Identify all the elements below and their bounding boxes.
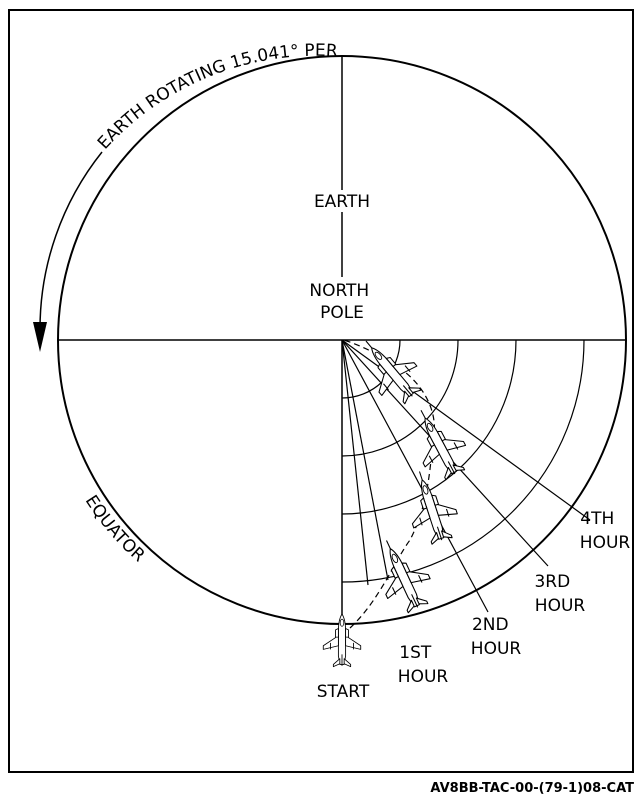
earth-label: EARTH	[314, 192, 370, 212]
north-pole-label: NORTH POLE	[309, 281, 374, 323]
figure-id-caption: AV8BB-TAC-00-(79-1)08-CAT	[430, 781, 634, 796]
aircraft-hour2-icon	[397, 463, 465, 549]
equator-label: EQUATOR	[81, 492, 149, 567]
rotation-arrowhead-icon	[33, 322, 47, 352]
rotation-label: EARTH ROTATING 15.041° PER HOUR	[0, 0, 344, 153]
hour-label-start: START	[317, 682, 370, 702]
hour-label-1st: 1ST HOUR	[398, 643, 449, 687]
rotation-arrow	[39, 151, 103, 331]
latitude-arcs	[341, 339, 585, 583]
figure-frame	[8, 9, 634, 773]
aircraft-hour1-icon	[364, 530, 440, 619]
aircraft-hour4-icon	[347, 325, 431, 413]
hour-label-4th: 4TH HOUR	[580, 509, 631, 553]
hour-label-3rd: 3RD HOUR	[534, 572, 585, 616]
hour-label-2nd: 2ND HOUR	[471, 615, 522, 659]
aircraft-hour3-icon	[400, 398, 477, 487]
aircraft-start-icon	[322, 606, 362, 668]
